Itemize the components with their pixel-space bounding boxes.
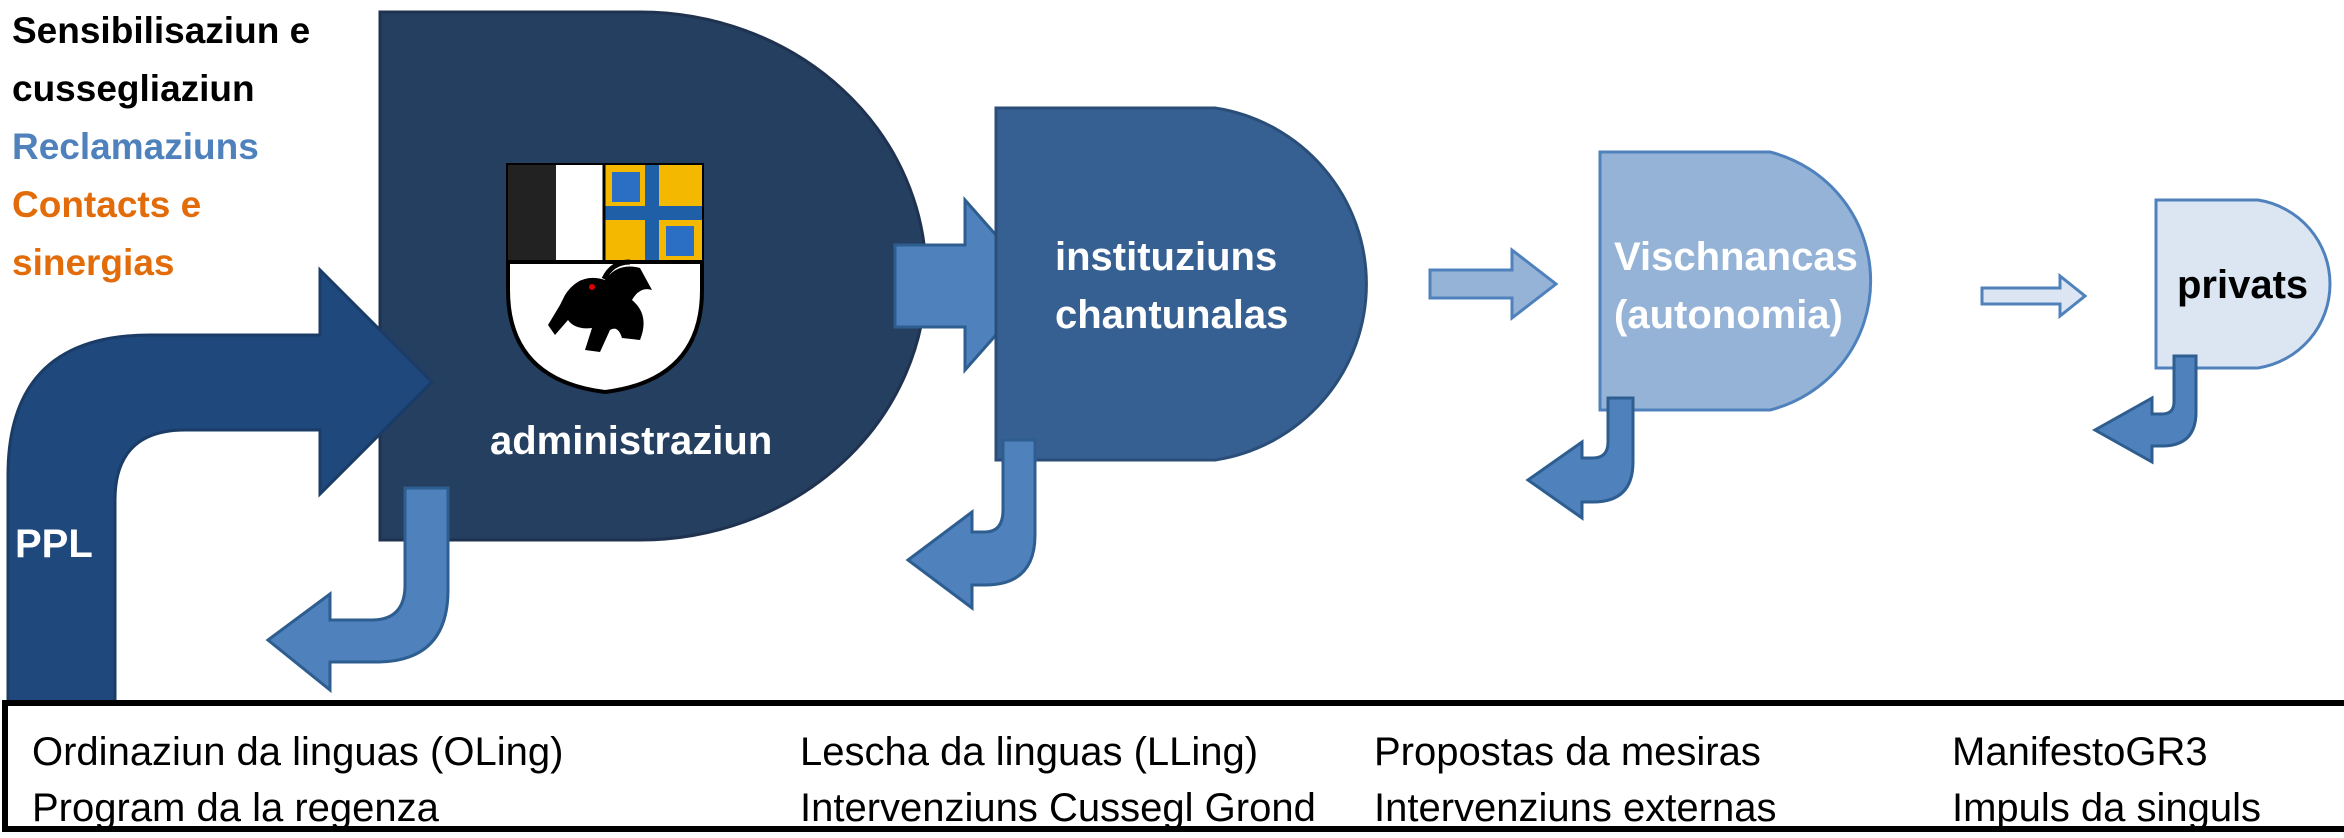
arrow-vischnancas-to-privats	[1980, 272, 2088, 320]
source-oling: Ordinaziun da linguas (OLing)	[32, 730, 564, 774]
vischnancas-return-arrow	[1525, 396, 1635, 521]
sources-column-4: ManifestoGR3 Impuls da singuls	[1952, 724, 2261, 836]
coat-of-arms-icon	[506, 163, 704, 395]
legend-item-reclamaziuns: Reclamaziuns	[12, 126, 259, 167]
source-intervenziuns-externas: Intervenziuns externas	[1374, 786, 1777, 830]
sources-column-1: Ordinaziun da linguas (OLing) Program da…	[32, 724, 563, 836]
instituziuns-return-arrow	[905, 438, 1037, 611]
legend-item-contacts: Contacts e sinergias	[12, 184, 202, 283]
source-lling: Lescha da linguas (LLing)	[800, 730, 1259, 774]
sources-column-3: Propostas da mesiras Intervenziuns exter…	[1374, 724, 1776, 836]
legend-item-sensibilisaziun: Sensibilisaziun e cussegliaziun	[12, 10, 311, 109]
vischnancas-label: Vischnancas (autonomia)	[1614, 235, 1858, 337]
source-manifesto: ManifestoGR3	[1952, 730, 2208, 774]
source-intervenziuns-cussegl-grond: Intervenziuns Cussegl Grond	[800, 786, 1316, 830]
administraziun-label: administraziun	[490, 419, 773, 463]
privats-shape	[2154, 198, 2332, 370]
sources-column-2: Lescha da linguas (LLing) Intervenziuns …	[800, 724, 1316, 836]
vischnancas-shape	[1598, 150, 1873, 412]
ppl-arrow	[6, 266, 435, 707]
instituziuns-shape	[994, 106, 1368, 462]
instituziuns-label: instituziuns chantunalas	[1055, 235, 1289, 337]
source-program-regenza: Program da la regenza	[32, 786, 439, 830]
administraziun-return-arrow	[265, 486, 450, 694]
sources-box: Ordinaziun da linguas (OLing) Program da…	[2, 700, 2344, 832]
source-impuls: Impuls da singuls	[1952, 786, 2262, 830]
legend: Sensibilisaziun e cussegliaziun Reclamaz…	[12, 2, 310, 292]
arrow-instituziuns-to-vischnancas	[1428, 246, 1559, 322]
privats-label: privats	[2177, 263, 2309, 307]
source-propostas: Propostas da mesiras	[1374, 730, 1761, 774]
privats-return-arrow	[2091, 354, 2198, 465]
ppl-label: PPL	[15, 522, 93, 566]
